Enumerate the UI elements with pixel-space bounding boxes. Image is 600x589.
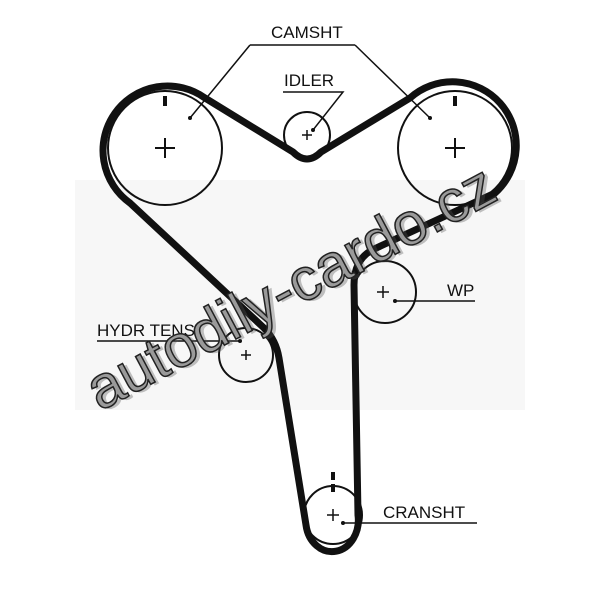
left-camshaft-pulley — [107, 90, 223, 206]
plus-icon — [377, 286, 389, 298]
plus-icon — [445, 138, 465, 158]
center-marks — [155, 96, 465, 521]
hydraulic-tensioner-label: HYDR TENS — [97, 321, 195, 340]
camshaft-label: CAMSHT — [271, 23, 343, 42]
leader-lines — [97, 44, 477, 524]
plus-icon — [241, 350, 251, 360]
leader-dots — [188, 116, 432, 525]
crankshaft-label: CRANSHT — [383, 503, 465, 522]
timing-belt — [99, 78, 520, 556]
plus-icon — [327, 509, 339, 521]
hydraulic-tensioner-pulley — [218, 327, 274, 383]
idler-label: IDLER — [284, 71, 334, 90]
water-pump-label: WP — [447, 281, 474, 300]
right-camshaft-pulley — [397, 90, 513, 206]
plus-icon — [302, 130, 312, 140]
plus-icon — [155, 138, 175, 158]
